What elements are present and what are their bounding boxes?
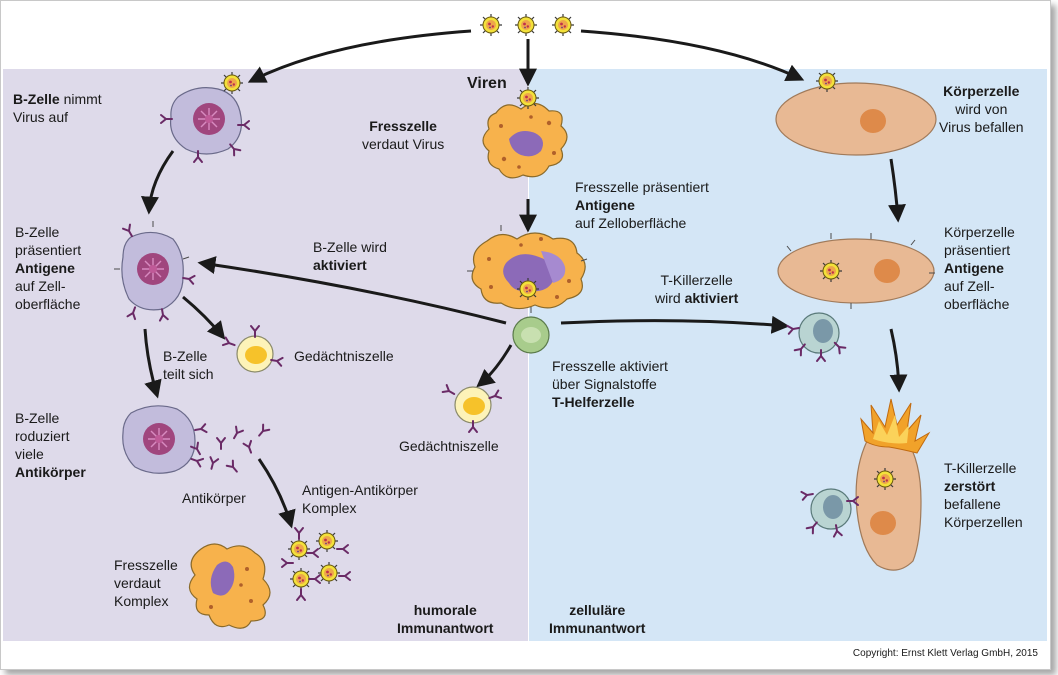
virus-icon bbox=[479, 13, 503, 37]
virus-icon bbox=[551, 13, 575, 37]
t-helferzelle bbox=[512, 316, 550, 354]
virus-icon bbox=[516, 86, 540, 110]
koerperzelle-zerstoert bbox=[855, 398, 931, 571]
arrow-bcell-down bbox=[140, 150, 175, 215]
fresszelle-aktiviert-label: Fresszelle aktiviert über Signalstoffe T… bbox=[552, 358, 668, 410]
arrow-koerperzelle-to-killed bbox=[889, 328, 908, 393]
antigen-antikoerper-komplex bbox=[281, 527, 351, 601]
arrow-koerperzelle-down bbox=[887, 158, 906, 223]
antikoerper-cluster bbox=[190, 423, 271, 476]
komplex-label: Antigen-Antikörper Komplex bbox=[302, 482, 418, 516]
fresszelle-praesentiert-label: Fresszelle präsentiert Antigene auf Zell… bbox=[575, 179, 709, 231]
virus-icon bbox=[819, 259, 843, 283]
fresszelle-verdaut-virus bbox=[482, 102, 568, 179]
fresszelle-verdaut-label: Fresszelle verdaut Virus bbox=[362, 118, 445, 152]
gedaechtniszelle-middle bbox=[454, 386, 492, 424]
b-zelle-aktiviert-label: B-Zelle wird aktiviert bbox=[313, 239, 387, 273]
arrow-bcell-divides bbox=[143, 328, 162, 399]
fresszelle-praesentiert bbox=[467, 225, 588, 313]
gedaechtniszelle-label-left: Gedächtniszelle bbox=[294, 348, 394, 364]
t-killerzelle-aktiviert bbox=[786, 312, 847, 362]
copyright-text: Copyright: Ernst Klett Verlag GmbH, 2015 bbox=[852, 648, 1038, 659]
virus-icon bbox=[220, 71, 244, 95]
arrow-thelper-to-memory bbox=[476, 344, 513, 388]
virus-icon bbox=[516, 277, 540, 301]
panel-divider bbox=[528, 69, 529, 641]
arrow-thelper-to-tkiller bbox=[560, 315, 790, 334]
virus-icon bbox=[873, 467, 897, 491]
t-killer-zerstoert-label: T-Killerzelle zerstört befallene Körperz… bbox=[944, 460, 1023, 530]
koerperzelle-praesentiert bbox=[777, 233, 935, 309]
gedaechtniszelle-label-middle: Gedächtniszelle bbox=[399, 438, 499, 454]
koerperzelle-befallen-label: Körperzelle wird von Virus befallen bbox=[939, 83, 1024, 135]
b-cell-produziert bbox=[122, 405, 208, 474]
arrow-virus-to-bcell bbox=[247, 29, 472, 83]
b-zelle-produziert-label: B-Zelle roduziert viele Antikörper bbox=[15, 410, 86, 480]
antikoerper-label: Antikörper bbox=[182, 490, 246, 506]
arrow-bcell-to-memory bbox=[182, 295, 226, 340]
b-zelle-praesentiert-label: B-Zelle präsentiert Antigene auf Zell- o… bbox=[15, 224, 82, 312]
t-killer-aktiviert-label: T-Killerzelle wird aktiviert bbox=[655, 272, 739, 306]
koerperzelle-befallen bbox=[775, 82, 937, 156]
arrow-antikoerper-to-komplex bbox=[257, 458, 296, 529]
arrow-virus-to-koerperzelle bbox=[580, 29, 805, 81]
b-zelle-teilt-label: B-Zelle teilt sich bbox=[163, 348, 214, 382]
virus-icon bbox=[815, 69, 839, 93]
zellulaere-immunantwort-label: zelluläre Immunantwort bbox=[549, 602, 646, 636]
humorale-immunantwort-label: humorale Immunantwort bbox=[397, 602, 494, 636]
t-killerzelle-zerstoert bbox=[800, 488, 859, 538]
virus-icon bbox=[514, 13, 538, 37]
viren-label: Viren bbox=[467, 75, 507, 92]
fresszelle-verdaut-komplex bbox=[188, 543, 271, 629]
fresszelle-komplex-label: Fresszelle verdaut Komplex bbox=[114, 557, 178, 609]
b-cell-praesentiert bbox=[114, 221, 196, 322]
arrow-thelper-to-bcell bbox=[197, 256, 507, 325]
zellular-panel bbox=[529, 69, 1047, 641]
gedaechtniszelle-left bbox=[236, 335, 274, 373]
b-cell-with-virus bbox=[160, 87, 250, 163]
b-zelle-nimmt-label: B-Zelle nimmt Virus auf bbox=[13, 91, 102, 125]
koerperzelle-praesentiert-label: Körperzelle präsentiert Antigene auf Zel… bbox=[944, 224, 1015, 312]
